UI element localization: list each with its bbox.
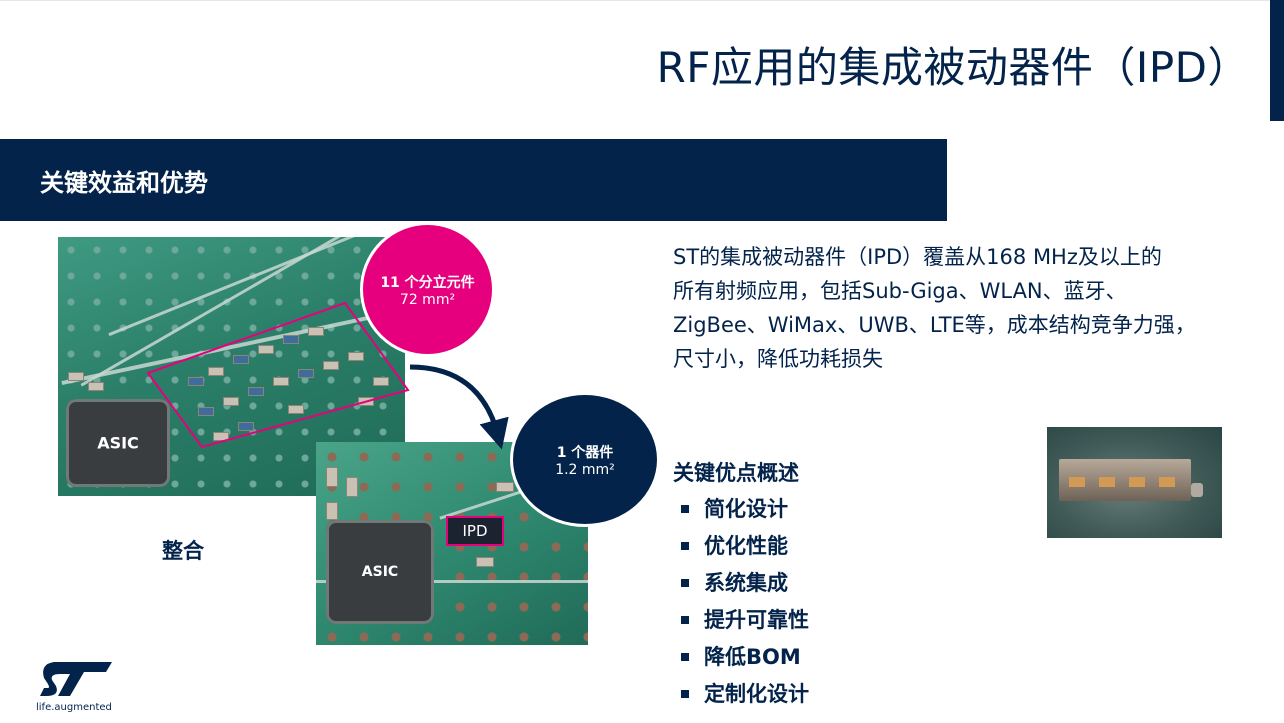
ipd-package-photo: [1047, 427, 1222, 538]
description-line: ST的集成被动器件（IPD）覆盖从168 MHz及以上的: [673, 245, 1162, 269]
asic-chip-top: ASIC: [66, 399, 170, 487]
top-divider: [0, 0, 1284, 1]
description: ST的集成被动器件（IPD）覆盖从168 MHz及以上的 所有射频应用，包括Su…: [673, 240, 1243, 376]
before-count: 11 个分立元件: [380, 274, 475, 291]
key-points-list: 简化设计 优化性能 系统集成 提升可靠性 降低BOM 定制化设计: [681, 493, 809, 715]
after-area: 1.2 mm²: [555, 461, 615, 478]
before-area: 72 mm²: [399, 291, 456, 308]
after-callout: 1 个器件 1.2 mm²: [510, 392, 660, 527]
list-item: 优化性能: [681, 530, 809, 567]
asic-label-top: ASIC: [97, 433, 139, 453]
list-item: 系统集成: [681, 567, 809, 604]
logo-tagline: life.augmented: [36, 702, 112, 713]
ipd-label: IPD: [462, 522, 488, 540]
section-banner: 关键效益和优势: [0, 139, 947, 221]
asic-chip-bottom: ASIC: [326, 520, 434, 624]
figure-caption: 整合: [162, 539, 204, 563]
list-item: 简化设计: [681, 493, 809, 530]
list-item: 定制化设计: [681, 678, 809, 715]
corner-accent-bar: [1270, 0, 1284, 121]
list-item: 提升可靠性: [681, 604, 809, 641]
st-logo: life.augmented: [36, 660, 114, 714]
description-line: 所有射频应用，包括Sub-Giga、WLAN、蓝牙、: [673, 279, 1127, 303]
key-points-heading: 关键优点概述: [673, 461, 799, 485]
slide-title: RF应用的集成被动器件（IPD）: [656, 43, 1250, 92]
description-line: 尺寸小，降低功耗损失: [673, 347, 883, 371]
integration-arrow: [409, 364, 509, 450]
discrete-selection-outline: [146, 301, 410, 449]
asic-label-bottom: ASIC: [361, 564, 399, 580]
pcb-discrete-image: ASIC: [58, 237, 405, 496]
description-line: ZigBee、WiMax、UWB、LTE等，成本结构竞争力强，: [673, 313, 1196, 337]
after-count: 1 个器件: [556, 444, 614, 461]
before-callout: 11 个分立元件 72 mm²: [360, 222, 495, 357]
st-logo-mark-icon: [40, 662, 112, 696]
list-item: 降低BOM: [681, 641, 809, 678]
section-banner-label: 关键效益和优势: [40, 169, 208, 197]
ipd-component: IPD: [446, 516, 504, 546]
